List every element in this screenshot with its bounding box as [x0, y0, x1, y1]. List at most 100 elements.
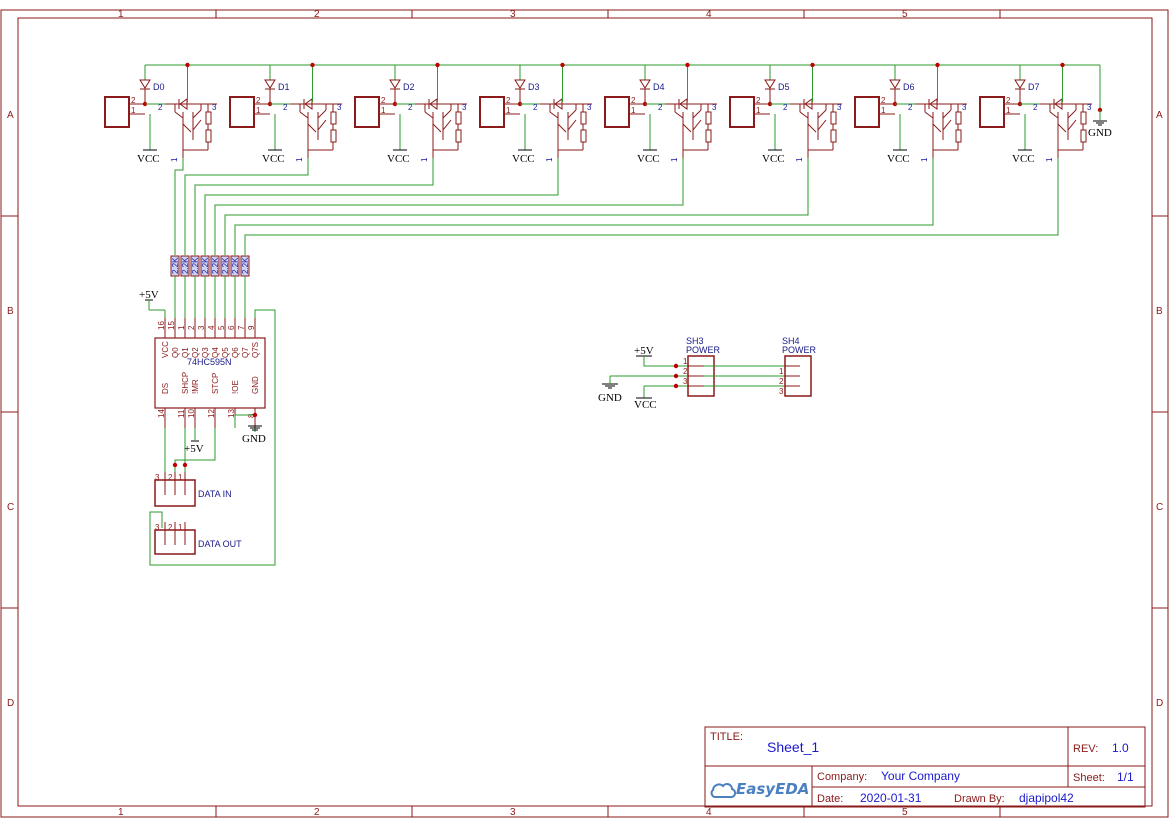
top-power-bus	[145, 64, 1101, 110]
base-wire	[234, 158, 934, 255]
ic-pin-name: Q3	[201, 347, 210, 358]
ic-pin-number: 15	[167, 321, 176, 330]
data-out-header: 3 2 1 DATA OUT	[154, 522, 242, 555]
transistor-pin-label: 3	[962, 103, 967, 112]
row-label-right: B	[1156, 306, 1163, 317]
transistor-diode-icon	[304, 98, 313, 110]
transistor-diode-icon	[429, 98, 438, 110]
transistor-line	[692, 119, 702, 131]
row-label-left: D	[7, 698, 14, 709]
base-wire	[174, 158, 184, 255]
transistor-resistor	[705, 111, 712, 125]
connector-pin-label: 2	[381, 96, 386, 105]
data-out-pin-1: 1	[178, 523, 183, 532]
resistor-label: 2.2K	[181, 257, 190, 274]
col-label-bottom: 3	[510, 807, 516, 818]
transistor-pin-label: 2	[908, 103, 913, 112]
transistor-line	[424, 111, 434, 119]
transistor-line	[567, 119, 577, 131]
led-connector	[104, 96, 130, 128]
transistor-line	[942, 119, 952, 131]
transistor-line	[807, 123, 817, 133]
company-label: Company:	[817, 771, 867, 783]
led-connector	[979, 96, 1005, 128]
transistor-pin-label: 3	[712, 103, 717, 112]
ic-pin-name: Q7S	[251, 342, 260, 358]
ic-pin-name: DS	[161, 383, 170, 394]
data-in-pin-3: 3	[155, 473, 160, 482]
data-out-label: DATA OUT	[198, 539, 242, 549]
ic-pin-name: Q7	[241, 347, 250, 358]
led-connector	[479, 96, 505, 128]
base-wire	[184, 158, 309, 255]
connector-pin-label: 1	[131, 106, 136, 115]
connector-pin-label: 1	[381, 106, 386, 115]
base-wire	[204, 158, 559, 255]
row-label-left: A	[7, 110, 14, 121]
transistor-pin-label: 3	[1087, 103, 1092, 112]
base-wire	[244, 158, 1059, 255]
ic-pin-number: 14	[157, 409, 166, 418]
transistor-pin-label: 2	[158, 103, 163, 112]
junction	[685, 62, 690, 68]
col-label-bottom: 5	[902, 807, 908, 818]
diode-icon	[639, 79, 651, 89]
col-label-top: 1	[118, 9, 124, 20]
transistor-line	[924, 111, 934, 119]
transistor-line	[674, 111, 684, 119]
frame-zone-labels: 1 2 3 4 5 1 2 3 4 5 A B C D A B C D	[7, 9, 1163, 818]
transistor-line	[692, 109, 702, 119]
vcc-label: VCC	[137, 153, 160, 165]
ic-pin-number: 10	[187, 409, 196, 418]
ic-pin-name: Q5	[221, 347, 230, 358]
title-value: Sheet_1	[767, 739, 819, 755]
led-connector	[229, 96, 255, 128]
col-label-bottom: 1	[118, 807, 124, 818]
ic-pin-number: 2	[187, 325, 196, 330]
sh3-plus5v: +5V	[634, 345, 654, 357]
shift-register-74hc595: 74HC595N 16VCC15Q01Q12Q23Q34Q45Q56Q67Q79…	[154, 318, 266, 428]
transistor-line	[317, 119, 327, 131]
logo-text: EasyEDA	[736, 780, 809, 798]
ic-pin-name: Q1	[181, 347, 190, 358]
connector-pin-label: 2	[131, 96, 136, 105]
col-label-top: 4	[706, 9, 712, 20]
connector-pin-label: 1	[881, 106, 886, 115]
transistor-line	[442, 109, 452, 119]
connector-pin-label: 1	[1006, 106, 1011, 115]
transistor-line	[557, 123, 567, 133]
transistor-pin-label: 3	[462, 103, 467, 112]
transistor-line	[942, 109, 952, 119]
rev-label: REV:	[1073, 743, 1098, 755]
ic-pin-name: !MR	[191, 379, 200, 394]
diode-label: D1	[278, 82, 290, 92]
gnd-label: GND	[1088, 127, 1112, 139]
led-connector	[854, 96, 880, 128]
connector-pin-label: 2	[881, 96, 886, 105]
transistor-line	[567, 109, 577, 119]
row-label-right: D	[1156, 698, 1163, 709]
transistor-diode-icon	[179, 98, 188, 110]
sheet-frame	[0, 9, 1169, 818]
ic-pin-number: 9	[247, 325, 256, 330]
transistor-resistor	[955, 111, 962, 125]
ic-pin-name: Q0	[171, 347, 180, 358]
ic-pin-name: Q6	[231, 347, 240, 358]
transistor-pin-label: 3	[837, 103, 842, 112]
transistor-line	[1067, 119, 1077, 131]
diode-label: D0	[153, 82, 165, 92]
junction	[185, 62, 190, 68]
transistor-line	[192, 109, 202, 119]
vcc-label: VCC	[387, 153, 410, 165]
plus5v-bottom-label: +5V	[184, 443, 204, 455]
diode-icon	[764, 79, 776, 89]
ic-gnd-symbol: GND	[242, 425, 266, 445]
easyeda-logo: EasyEDA	[710, 780, 809, 799]
date-label: Date:	[817, 793, 843, 805]
ic-vcc-power: +5V	[139, 289, 166, 318]
junction	[435, 62, 440, 68]
